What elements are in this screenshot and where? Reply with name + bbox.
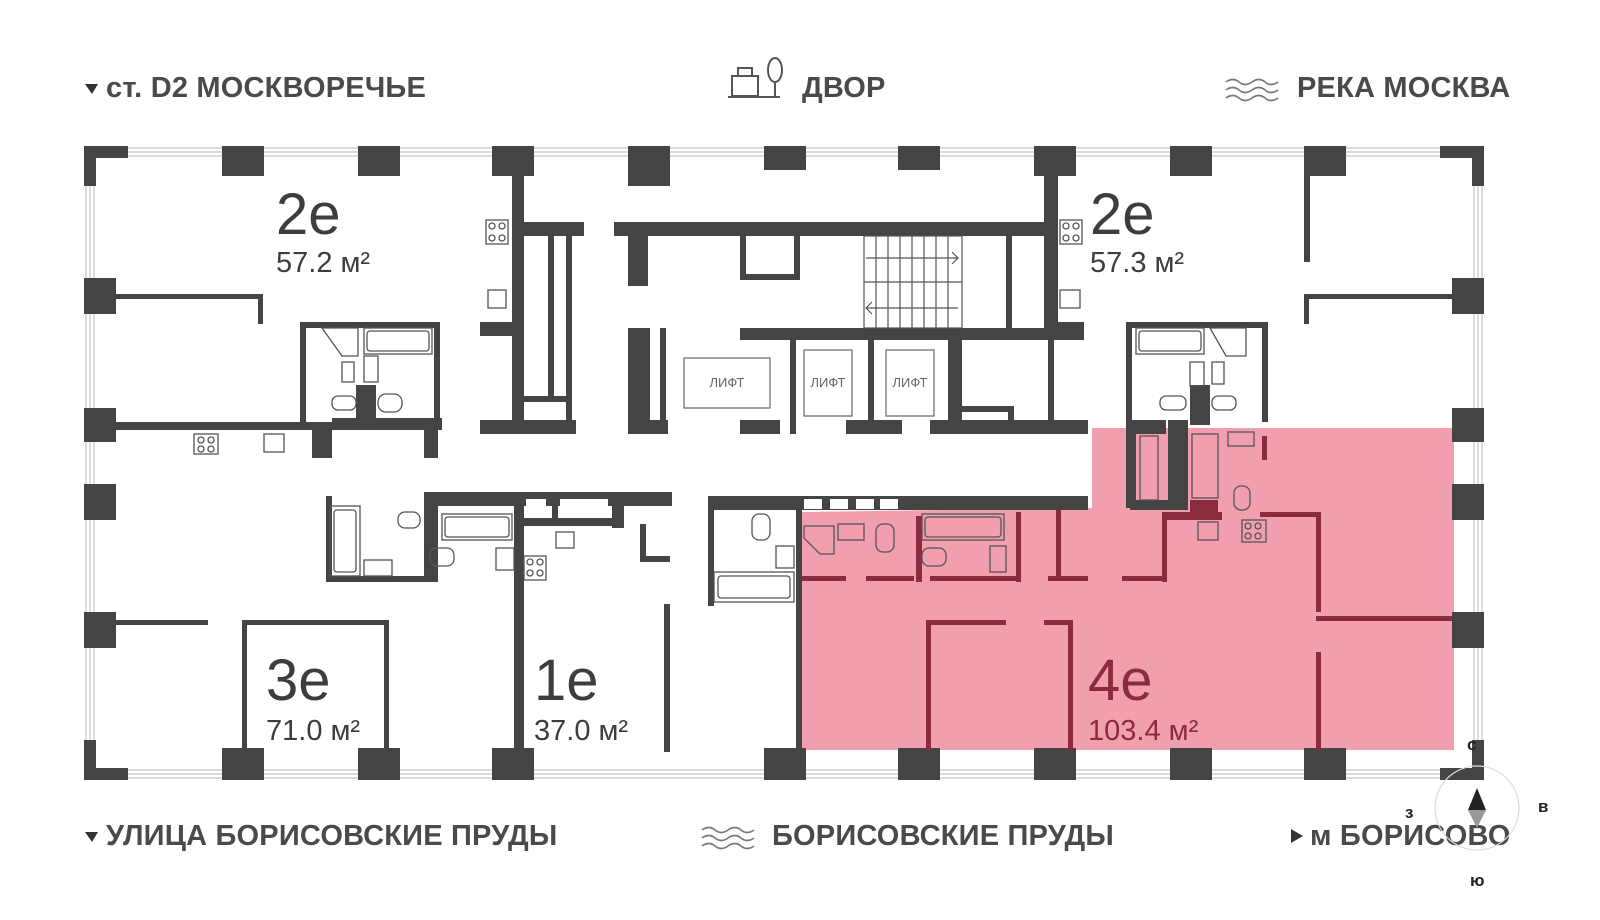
arrow-down-icon: [84, 830, 100, 849]
compass-needle-icon: [1468, 788, 1486, 810]
apartment-area: 57.3 м²: [1090, 247, 1184, 279]
lift-3: [885, 349, 935, 417]
lift-2: [803, 349, 853, 417]
courtyard-icon: [728, 56, 790, 109]
label-station-moskvorechye: ст. D2 МОСКВОРЕЧЬЕ: [106, 72, 427, 104]
columns-sides: [84, 278, 1484, 648]
apartment-name[interactable]: 3е: [266, 648, 331, 713]
staircase: [863, 235, 963, 329]
columns-bottom: [222, 748, 1346, 780]
arrow-down-icon: [84, 82, 100, 101]
lift-1: [683, 357, 771, 409]
compass: с ю з в: [1405, 735, 1548, 890]
label-borisovskie-prudy-street: УЛИЦА БОРИСОВСКИЕ ПРУДЫ: [106, 820, 558, 852]
lift-label: ЛИФТ: [710, 375, 745, 390]
corridor-openings: [526, 499, 898, 509]
columns-top: [222, 146, 1346, 186]
apartment-name[interactable]: 1е: [534, 648, 599, 713]
lift-label: ЛИФТ: [893, 375, 928, 390]
apartment-area-selected: 103.4 м²: [1088, 715, 1199, 747]
water-waves-icon: [1224, 76, 1280, 107]
label-courtyard: ДВОР: [802, 72, 886, 104]
water-waves-icon: [700, 824, 756, 855]
compass-east: в: [1538, 797, 1548, 816]
lift-shafts: [683, 349, 935, 417]
apartment-4e-fill[interactable]: [802, 428, 1454, 750]
compass-west: з: [1405, 803, 1413, 822]
lift-label: ЛИФТ: [811, 375, 846, 390]
label-moskva-river: РЕКА МОСКВА: [1297, 72, 1511, 104]
apartment-area: 71.0 м²: [266, 715, 360, 747]
label-borisovskie-prudy: БОРИСОВСКИЕ ПРУДЫ: [772, 820, 1114, 852]
arrow-right-icon: [1289, 828, 1305, 849]
apartment-name[interactable]: 2е: [276, 182, 341, 247]
apartment-4e-walls: [802, 436, 1452, 750]
apartment-area: 57.2 м²: [276, 247, 370, 279]
apartment-name-selected[interactable]: 4е: [1088, 648, 1153, 713]
compass-south: ю: [1470, 871, 1485, 890]
corner-columns: [84, 146, 1484, 780]
fixtures: [193, 219, 1267, 603]
compass-north: с: [1467, 735, 1476, 754]
apartment-area: 37.0 м²: [534, 715, 628, 747]
apartment-name[interactable]: 2е: [1090, 182, 1155, 247]
